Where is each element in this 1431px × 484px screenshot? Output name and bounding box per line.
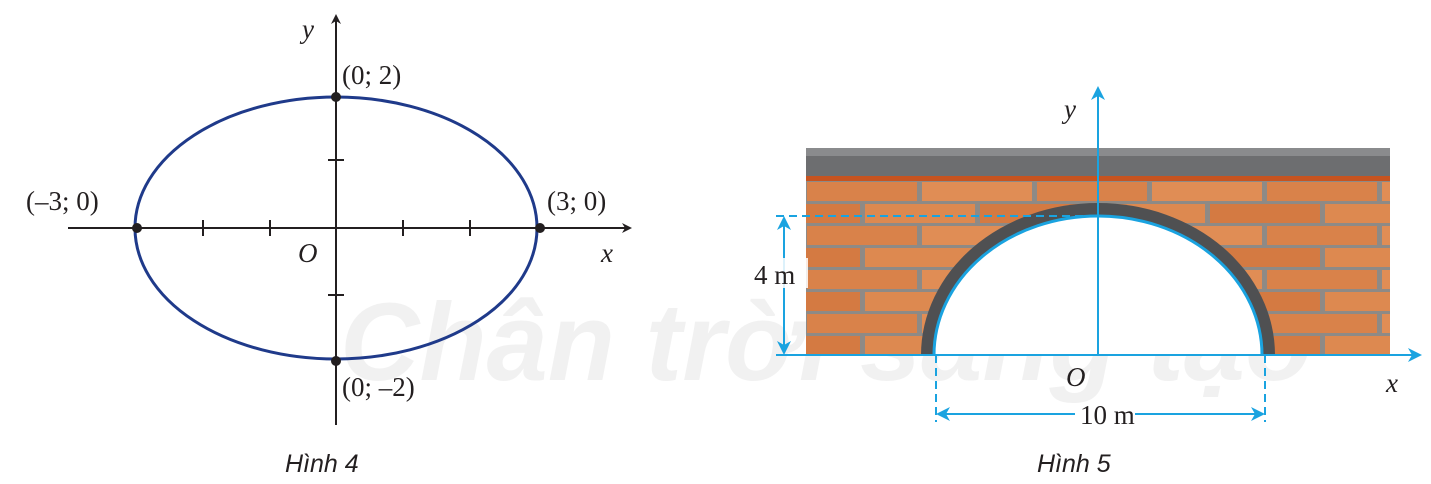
point-label-top: (0; 2) — [342, 60, 401, 90]
figure-5-caption: Hình 5 — [1037, 450, 1111, 478]
origin-label: O — [1066, 362, 1086, 392]
width-label: 10 m — [1080, 400, 1135, 430]
y-axis-label: y — [1061, 94, 1076, 124]
axis-ticks — [202, 159, 471, 296]
point-label-left: (–3; 0) — [26, 186, 99, 216]
height-label: 4 m — [754, 260, 795, 290]
figure-4-ellipse-diagram: (–3; 0) (3; 0) (0; 2) (0; –2) O x y Hình… — [26, 14, 632, 478]
point-label-bottom: (0; –2) — [342, 372, 415, 402]
figure-5-bridge-diagram: 4 m 10 m O x y Hình 5 — [752, 86, 1422, 478]
vertex-top — [331, 92, 341, 102]
y-axis-label: y — [299, 14, 314, 44]
x-axis-label: x — [1385, 368, 1398, 398]
vertex-right — [535, 223, 545, 233]
origin-label: O — [298, 238, 318, 268]
figure-4-caption: Hình 4 — [285, 450, 359, 478]
vertex-left — [132, 223, 142, 233]
x-axis-label: x — [600, 238, 613, 268]
vertex-bottom — [331, 356, 341, 366]
point-label-right: (3; 0) — [547, 186, 606, 216]
